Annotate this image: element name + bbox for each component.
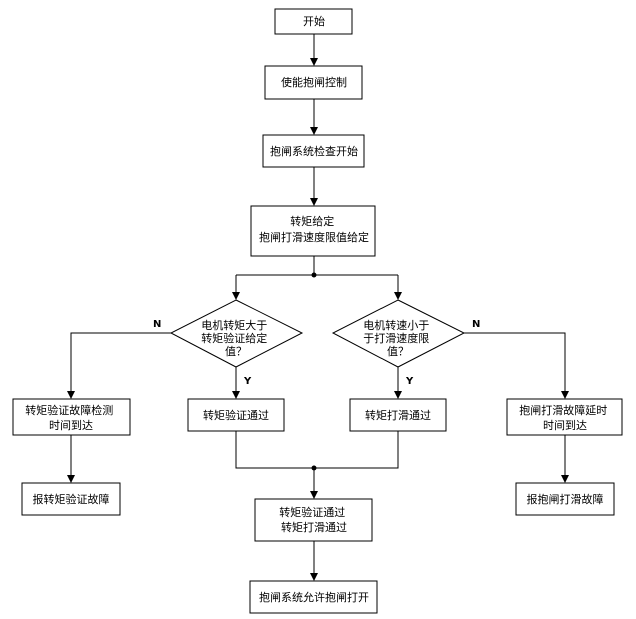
arrow-torque-no — [67, 332, 171, 399]
svg-text:转矩验证通过: 转矩验证通过 — [203, 408, 269, 422]
svg-text:抱闸系统检查开始: 抱闸系统检查开始 — [270, 144, 358, 158]
svg-text:开始: 开始 — [303, 14, 325, 28]
node-text: 报转矩验证故障 — [33, 492, 110, 506]
merge-junction-dot — [311, 465, 317, 471]
node-text-line2: 时间到达 — [49, 419, 93, 432]
line-merge — [235, 431, 399, 469]
node-text-line2: 转矩打滑通过 — [281, 520, 347, 534]
node-both-pass: 转矩验证通过 转矩打滑通过 — [254, 498, 373, 542]
svg-text:转矩给定 抱闸打滑速度限值给定: 转矩给定 抱闸打滑速度限值给定 — [259, 214, 369, 244]
decision-motor-torque: 电机转矩大于 转矩验证给定 值？ — [169, 299, 304, 368]
node-text: 使能抱闸控制 — [281, 75, 347, 89]
connectors — [67, 34, 569, 581]
node-torque-setpoint: 转矩给定 抱闸打滑速度限值给定 — [250, 205, 376, 257]
node-text-line2: 抱闸打滑速度限值给定 — [259, 230, 369, 244]
node-report-slip-fault: 报抱闸打滑故障 — [515, 482, 615, 516]
svg-text:电机转速小于 于打滑速度限 值？: 电机转速小于 于打滑速度限 值？ — [363, 318, 433, 358]
node-text-line1: 转矩给定 — [290, 214, 334, 228]
svg-text:转矩验证故障检测 时间到达: 转矩验证故障检测 时间到达 — [25, 403, 117, 432]
node-brake-open-allowed: 抱闸系统允许抱闸打开 — [249, 580, 378, 614]
node-text-line2: 时间到达 — [543, 419, 587, 432]
node-text-line1: 转矩验证故障检测 — [25, 403, 113, 417]
svg-text:使能抱闸控制: 使能抱闸控制 — [281, 75, 347, 89]
svg-text:转矩打滑通过: 转矩打滑通过 — [365, 408, 431, 422]
split-junction-dot — [311, 272, 317, 278]
node-text: 报抱闸打滑故障 — [527, 492, 604, 506]
node-torque-timeout: 转矩验证故障检测 时间到达 — [12, 398, 131, 436]
node-start: 开始 — [274, 8, 353, 35]
svg-text:转矩验证通过 转矩打滑通过: 转矩验证通过 转矩打滑通过 — [279, 505, 349, 534]
node-enable-brake-control: 使能抱闸控制 — [264, 65, 363, 100]
decision-text-line2: 于打滑速度限 — [363, 331, 429, 345]
node-text: 转矩打滑通过 — [365, 408, 431, 422]
decision-motor-speed: 电机转速小于 于打滑速度限 值？ — [331, 299, 466, 368]
node-text: 抱闸系统检查开始 — [270, 144, 358, 158]
label-speed-yes: Y — [405, 376, 414, 387]
label-speed-no: N — [472, 319, 480, 330]
label-torque-no: N — [153, 319, 161, 330]
decision-text-line3: 值？ — [387, 345, 409, 358]
node-torque-verify-pass: 转矩验证通过 — [187, 398, 285, 432]
node-slip-pass: 转矩打滑通过 — [349, 398, 447, 432]
svg-text:报转矩验证故障: 报转矩验证故障 — [33, 492, 110, 506]
svg-text:报抱闸打滑故障: 报抱闸打滑故障 — [527, 492, 604, 506]
node-slip-timeout: 抱闸打滑故障延时 时间到达 — [506, 398, 623, 436]
svg-text:抱闸系统允许抱闸打开: 抱闸系统允许抱闸打开 — [259, 590, 369, 604]
node-text: 转矩验证通过 — [203, 408, 269, 422]
node-text-line1: 转矩验证通过 — [279, 505, 345, 519]
arrow-speed-no — [464, 332, 569, 399]
decision-text-line3: 值？ — [225, 345, 247, 358]
decision-text-line1: 电机转速小于 — [363, 318, 429, 332]
svg-text:抱闸打滑故障延时 时间到达: 抱闸打滑故障延时 时间到达 — [519, 403, 611, 432]
node-brake-check-start: 抱闸系统检查开始 — [262, 134, 365, 168]
decision-text-line2: 转矩验证给定 — [201, 331, 267, 345]
node-text: 开始 — [303, 14, 325, 28]
svg-text:电机转矩大于 转矩验证给定 值？: 电机转矩大于 转矩验证给定 值？ — [201, 318, 271, 358]
decision-text-line1: 电机转矩大于 — [201, 318, 267, 332]
label-torque-yes: Y — [243, 376, 252, 387]
node-text-line1: 抱闸打滑故障延时 — [519, 403, 607, 417]
node-report-torque-fault: 报转矩验证故障 — [21, 482, 121, 516]
node-text: 抱闸系统允许抱闸打开 — [259, 590, 369, 604]
